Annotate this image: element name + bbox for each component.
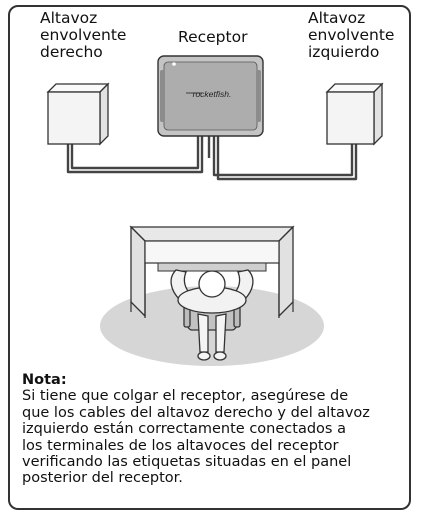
diagram-frame: [8, 5, 411, 510]
speaker-cables: [66, 134, 358, 181]
right-speaker-label-line: Altavoz: [308, 9, 366, 27]
right-speaker-label-line: izquierdo: [308, 43, 380, 61]
note-block: Nota: Si tiene que colgar el receptor, a…: [22, 372, 407, 487]
note-line: Si tiene que colgar el receptor, asegúre…: [22, 388, 349, 405]
left-speaker-label: Altavoz envolvente derecho: [40, 10, 126, 61]
right-speaker-label-line: envolvente: [308, 26, 395, 44]
desk: [129, 225, 295, 318]
note-title: Nota:: [22, 372, 67, 388]
note-line: los terminales de los altavoces del rece…: [22, 437, 339, 454]
left-speaker-label-line: envolvente: [40, 26, 127, 44]
note-line: izquierdo están correctamente conectados…: [22, 421, 346, 438]
right-speaker-label: Altavoz envolvente izquierdo: [308, 10, 394, 61]
note-line: que los cables del altavoz derecho y del…: [22, 404, 370, 421]
right-speaker: [325, 82, 384, 146]
receiver-unit: rocketfish.: [157, 55, 264, 137]
note-line: posterior del receptor.: [22, 470, 183, 487]
note-line: verificando las etiquetas situadas en el…: [22, 454, 352, 471]
receiver-label: Receptor: [178, 28, 248, 46]
left-speaker-label-line: derecho: [40, 43, 103, 61]
left-speaker: [46, 82, 110, 146]
left-speaker-label-line: Altavoz: [40, 9, 98, 27]
receiver-brand-logo: rocketfish.: [193, 89, 232, 99]
seated-listener: [170, 269, 254, 361]
